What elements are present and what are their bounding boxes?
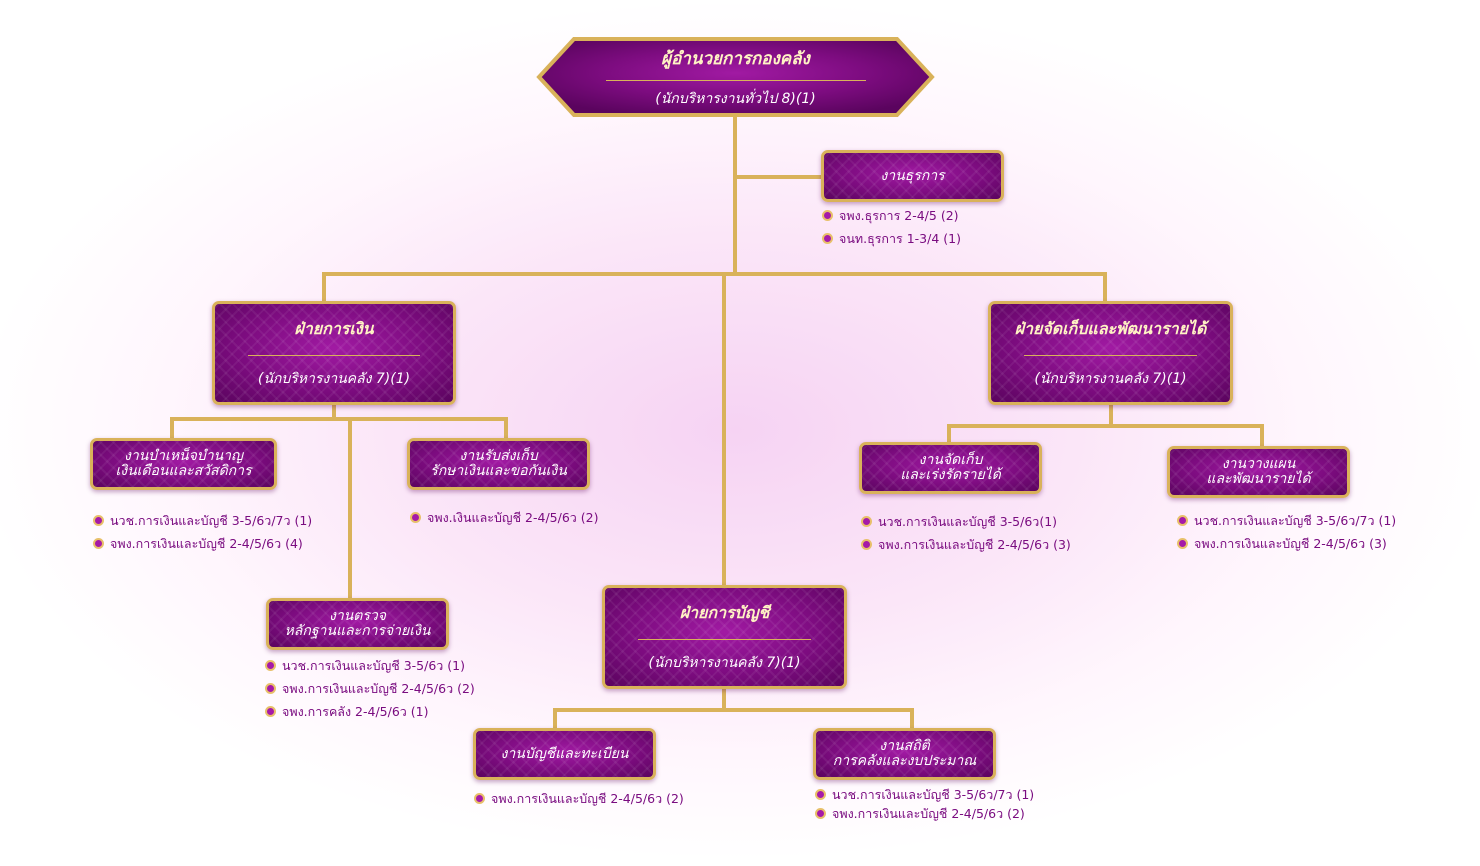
list-item: นวช.การเงินและบัญชี 3-5/6ว/7ว (1) (93, 509, 312, 532)
list-item: จพง.การเงินและบัญชี 2-4/5/6ว (4) (93, 532, 312, 555)
revenue-division-divider (1024, 354, 1197, 356)
unit-title-line1: งานบัญชีและทะเบียน (500, 745, 629, 762)
bullet-icon (410, 512, 421, 523)
list-item: นวช.การเงินและบัญชี 3-5/6ว (1) (265, 654, 475, 677)
bullet-icon (265, 683, 276, 694)
general-affairs-staff-list: จพง.ธุรการ 2-4/5 (2) จนท.ธุรการ 1-3/4 (1… (822, 204, 961, 250)
payment-audit-unit-box: งานตรวจ หลักฐานและการจ่ายเงิน (266, 598, 449, 650)
list-item: นวช.การเงินและบัญชี 3-5/6ว(1) (861, 510, 1071, 533)
list-item: นวช.การเงินและบัญชี 3-5/6ว/7ว (1) (1177, 509, 1396, 532)
accounts-registry-unit-box: งานบัญชีและทะเบียน (473, 728, 656, 780)
pension-salary-unit-box: งานบำเหน็จบำนาญ เงินเดือนและสวัสดิการ (90, 438, 277, 490)
director-box: ผู้อำนวยการกองคลัง (นักบริหารงานทั่วไป 8… (536, 37, 935, 117)
unit-title-line2: รักษาเงินและขอกันเงิน (430, 463, 567, 479)
bullet-icon (265, 706, 276, 717)
revenue-collection-staff-list: นวช.การเงินและบัญชี 3-5/6ว(1) จพง.การเงิ… (861, 510, 1071, 556)
unit-title-line1: งานรับส่งเก็บ (459, 448, 538, 464)
accounting-division-box: ฝ่ายการบัญชี (นักบริหารงานคลัง 7)(1) (602, 585, 847, 689)
bullet-icon (861, 516, 872, 527)
fiscal-statistics-unit-box: งานสถิติ การคลังและงบประมาณ (813, 728, 996, 780)
accounting-division-title: ฝ่ายการบัญชี (679, 602, 770, 622)
bullet-icon (1177, 538, 1188, 549)
list-item: จพง.การเงินและบัญชี 2-4/5/6ว (3) (1177, 532, 1396, 555)
payment-audit-staff-list: นวช.การเงินและบัญชี 3-5/6ว (1) จพง.การเง… (265, 654, 475, 723)
cash-custody-unit-box: งานรับส่งเก็บ รักษาเงินและขอกันเงิน (407, 438, 590, 490)
revenue-division-box: ฝ่ายจัดเก็บและพัฒนารายได้ (นักบริหารงานค… (988, 301, 1233, 405)
list-item: จพง.การเงินและบัญชี 2-4/5/6ว (3) (861, 533, 1071, 556)
accounting-division-divider (638, 638, 811, 640)
bullet-icon (815, 808, 826, 819)
unit-title-line1: งานตรวจ (329, 608, 386, 624)
pension-salary-staff-list: นวช.การเงินและบัญชี 3-5/6ว/7ว (1) จพง.กา… (93, 509, 312, 555)
bullet-icon (93, 515, 104, 526)
general-affairs-box: งานธุรการ (821, 150, 1004, 202)
revenue-division-title: ฝ่ายจัดเก็บและพัฒนารายได้ (1014, 318, 1207, 338)
bullet-icon (93, 538, 104, 549)
unit-title-line2: การคลังและงบประมาณ (832, 753, 977, 769)
list-item: จพง.เงินและบัญชี 2-4/5/6ว (2) (410, 506, 598, 529)
bullet-icon (1177, 515, 1188, 526)
unit-title-line1: งานจัดเก็บ (918, 452, 983, 468)
unit-title-line2: และเร่งรัดรายได้ (900, 467, 1001, 483)
director-divider (605, 79, 866, 81)
list-item: จนท.ธุรการ 1-3/4 (1) (822, 227, 961, 250)
fiscal-statistics-staff-list: นวช.การเงินและบัญชี 3-5/6ว/7ว (1) จพง.กา… (815, 785, 1034, 823)
revenue-division-position: (นักบริหารงานคลัง 7)(1) (1034, 370, 1187, 387)
general-affairs-title: งานธุรการ (880, 167, 945, 184)
bullet-icon (474, 793, 485, 804)
unit-title-line2: เงินเดือนและสวัสดิการ (115, 463, 252, 479)
list-item: จพง.การเงินและบัญชี 2-4/5/6ว (2) (815, 804, 1034, 823)
finance-division-title: ฝ่ายการเงิน (294, 318, 374, 338)
director-title: ผู้อำนวยการกองคลัง (661, 48, 810, 69)
finance-division-position: (นักบริหารงานคลัง 7)(1) (257, 370, 411, 387)
accounts-registry-staff-list: จพง.การเงินและบัญชี 2-4/5/6ว (2) (474, 787, 684, 810)
revenue-planning-staff-list: นวช.การเงินและบัญชี 3-5/6ว/7ว (1) จพง.กา… (1177, 509, 1396, 555)
revenue-collection-unit-box: งานจัดเก็บ และเร่งรัดรายได้ (859, 442, 1042, 494)
director-position: (นักบริหารงานทั่วไป 8)(1) (655, 90, 816, 107)
unit-title-line2: และพัฒนารายได้ (1206, 471, 1311, 487)
accounting-division-position: (นักบริหารงานคลัง 7)(1) (648, 654, 801, 671)
list-item: นวช.การเงินและบัญชี 3-5/6ว/7ว (1) (815, 785, 1034, 804)
finance-division-box: ฝ่ายการเงิน (นักบริหารงานคลัง 7)(1) (212, 301, 456, 405)
unit-title-line1: งานบำเหน็จบำนาญ (124, 448, 243, 464)
bullet-icon (815, 789, 826, 800)
cash-custody-staff-list: จพง.เงินและบัญชี 2-4/5/6ว (2) (410, 506, 598, 529)
revenue-planning-unit-box: งานวางแผน และพัฒนารายได้ (1167, 446, 1350, 498)
list-item: จพง.การเงินและบัญชี 2-4/5/6ว (2) (265, 677, 475, 700)
list-item: จพง.การเงินและบัญชี 2-4/5/6ว (2) (474, 787, 684, 810)
finance-division-divider (248, 354, 420, 356)
list-item: จพง.การคลัง 2-4/5/6ว (1) (265, 700, 475, 723)
unit-title-line1: งานสถิติ (879, 738, 930, 754)
bullet-icon (822, 233, 833, 244)
unit-title-line2: หลักฐานและการจ่ายเงิน (284, 623, 431, 639)
unit-title-line1: งานวางแผน (1221, 456, 1296, 472)
bullet-icon (822, 210, 833, 221)
bullet-icon (861, 539, 872, 550)
bullet-icon (265, 660, 276, 671)
list-item: จพง.ธุรการ 2-4/5 (2) (822, 204, 961, 227)
director-hexagon-shape (536, 37, 935, 117)
